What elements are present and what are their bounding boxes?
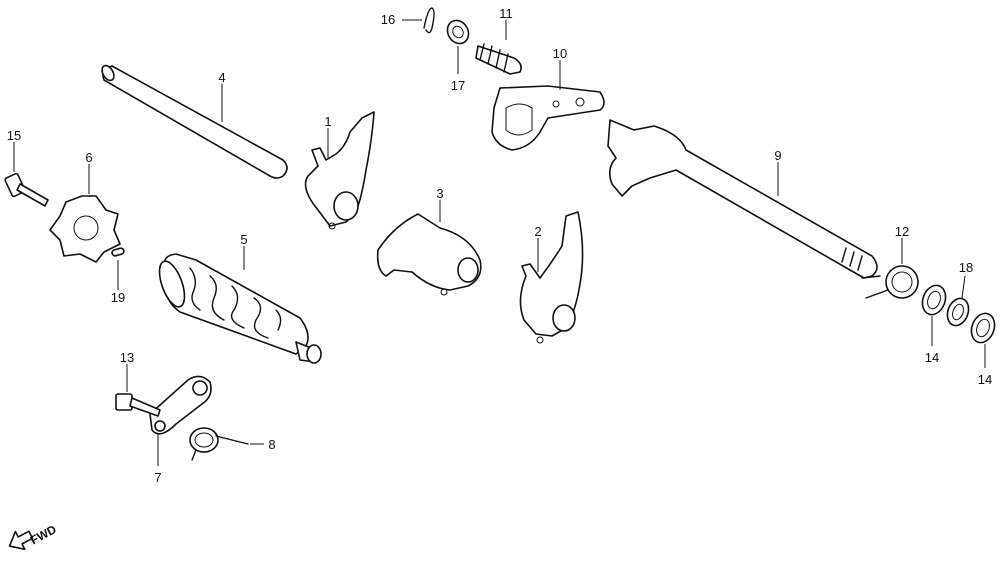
callout-13: 13 <box>120 350 134 365</box>
part-2-shift-fork <box>519 211 584 344</box>
callout-17: 17 <box>451 78 465 93</box>
callout-10: 10 <box>553 46 567 61</box>
part-15-bolt <box>4 172 49 207</box>
part-18-washer <box>946 297 970 327</box>
callout-14-a: 14 <box>925 350 939 365</box>
part-19-dowel-pin <box>111 247 125 257</box>
callout-11: 11 <box>499 6 513 21</box>
part-14-washer-a <box>921 284 947 316</box>
callout-8: 8 <box>268 437 275 452</box>
part-9-shift-spindle <box>607 119 878 279</box>
part-4-fork-shaft <box>101 64 288 179</box>
fwd-label: FWD <box>28 522 59 547</box>
part-12-return-spring <box>861 265 919 299</box>
part-10-plate <box>491 85 605 151</box>
part-8-stopper-spring <box>189 427 249 461</box>
leader-lines <box>13 19 986 466</box>
callout-18: 18 <box>959 260 973 275</box>
part-3-shift-fork <box>376 213 482 296</box>
callout-3: 3 <box>436 186 443 201</box>
part-13-bolt <box>115 393 161 417</box>
callout-1: 1 <box>324 114 331 129</box>
part-16-clip <box>423 7 435 34</box>
part-6-star-cam-plate <box>49 195 121 263</box>
fwd-arrow-icon <box>8 530 34 551</box>
part-14-washer-b <box>970 312 996 344</box>
callout-4: 4 <box>218 70 225 85</box>
part-11-spring <box>475 43 522 75</box>
callout-14-b: 14 <box>978 372 992 387</box>
part-5-shift-drum <box>158 253 322 364</box>
callout-6: 6 <box>85 150 92 165</box>
part-1-shift-fork <box>304 111 375 230</box>
callout-12: 12 <box>895 224 909 239</box>
callout-5: 5 <box>240 232 247 247</box>
part-17-washer <box>446 19 470 45</box>
part-7-stopper-arm <box>149 375 212 435</box>
callout-7: 7 <box>154 470 161 485</box>
callout-2: 2 <box>534 224 541 239</box>
callout-15: 15 <box>7 128 21 143</box>
callout-16: 16 <box>381 12 395 27</box>
callout-19: 19 <box>111 290 125 305</box>
callout-9: 9 <box>774 148 781 163</box>
